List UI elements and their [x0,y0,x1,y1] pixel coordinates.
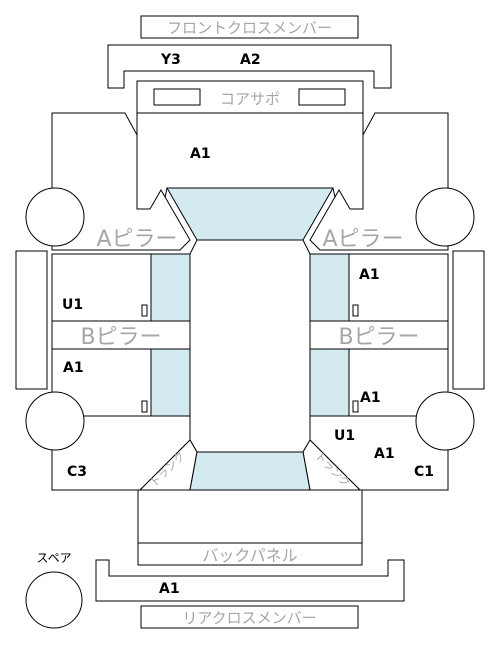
back-panel [137,542,363,566]
door-handle-front-right [352,304,359,317]
front-side-window-right [309,253,350,322]
wheel-front-left [25,187,85,247]
front-cross-member-label-box [140,15,359,39]
b-pillar-left [51,320,191,350]
grade-rear-door-right: A1 [360,390,381,406]
rear-cross-member-label-box [140,605,359,629]
grade-front-door-left: U1 [62,297,83,313]
grade-front-door-right: A1 [359,267,380,283]
rear-window [189,451,311,491]
side-sill-left [15,250,48,390]
front-fender-left [51,112,191,251]
roof-panel [189,239,311,453]
windshield [166,187,334,241]
core-support-label: コアサポ [220,90,280,108]
grade-front-cross-member-right: A2 [240,52,261,68]
wheel-rear-left [25,391,85,451]
wheel-rear-right [415,391,475,451]
grade-rear-cross-member: A1 [159,581,180,597]
b-pillar-right [309,320,449,350]
core-support-right-block [298,88,346,106]
rear-cross-member-label: リアクロスメンバー [182,609,316,627]
wheel-front-right [415,187,475,247]
front-cross-member-bracket [107,44,392,89]
rear-cross-member-bracket [95,559,405,602]
rear-side-window-left [150,348,191,417]
grade-hood: A1 [190,146,211,162]
door-handle-rear-right [352,400,359,413]
b-pillar-right-label: Bピラー [338,325,419,350]
back-panel-label: バックパネル [202,546,297,565]
core-support-left-block [153,88,201,106]
spare-label: スペア [36,551,71,565]
trunk-lid [137,489,363,544]
grade-rear-quarter-left: C3 [67,464,87,480]
grade-rear-quarter-right-lower: C1 [414,464,434,480]
side-sill-right [452,250,485,390]
a-pillar-left-label: Aピラー [96,227,177,252]
grade-rear-door-left: A1 [63,360,84,376]
front-side-window-left [150,253,191,322]
grade-front-cross-member-left: Y3 [160,52,181,68]
front-fender-right [309,112,449,251]
front-cross-member-label: フロントクロスメンバー [167,19,332,37]
grade-rear-quarter-right-middle: A1 [374,446,395,462]
rear-side-window-right [309,348,350,417]
door-handle-rear-left [141,400,148,413]
spare-tire [25,571,83,629]
a-pillar-right-label: Aピラー [322,227,403,252]
door-handle-front-left [141,304,148,317]
b-pillar-left-label: Bピラー [80,325,161,350]
grade-rear-quarter-right-upper: U1 [334,428,355,444]
